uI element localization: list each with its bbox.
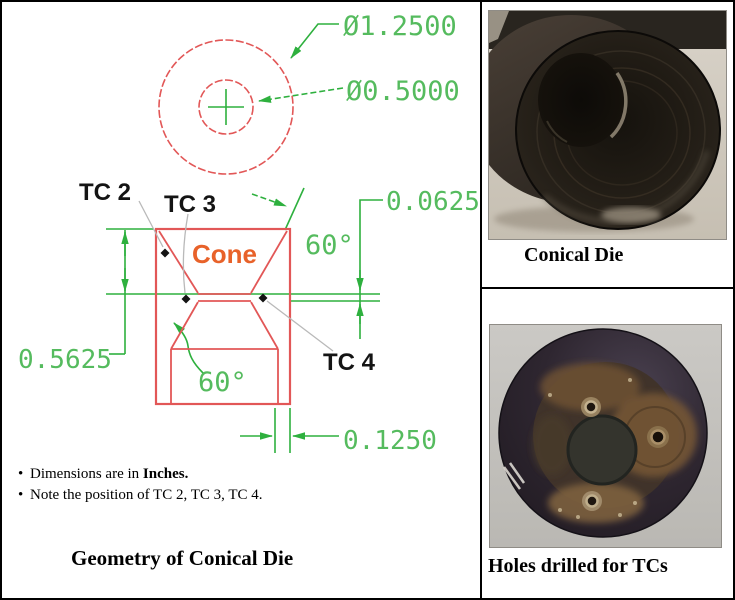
die-cross-section xyxy=(154,227,292,406)
depth-label: 0.5625 xyxy=(18,345,112,375)
conical-die-caption: Conical Die xyxy=(524,244,624,266)
upper-angle-label: 60° xyxy=(305,230,354,261)
tc4-label: TC 4 xyxy=(323,349,376,376)
bullet: • xyxy=(18,487,24,503)
tc4-dot xyxy=(258,293,268,303)
outer-diameter-label: Ø1.2500 xyxy=(343,11,457,42)
upper-right-cone-wall xyxy=(250,230,288,294)
lower-left-cone-wall xyxy=(170,301,199,350)
note-1-bold: Inches. xyxy=(142,466,189,482)
tc2-dot xyxy=(160,248,170,258)
lower-right-cone-wall xyxy=(250,301,279,350)
bore-rim-highlight xyxy=(609,71,628,139)
green-dimension-lines xyxy=(106,23,383,453)
note-1-text: Dimensions are in xyxy=(30,466,143,482)
lower-angle-label: 60° xyxy=(198,367,247,398)
conical-die-photo-art xyxy=(469,11,726,239)
tc-hole-2 xyxy=(650,429,666,445)
tc3-dot xyxy=(181,294,191,304)
vertical-divider xyxy=(480,2,482,598)
notes-block: • Dimensions are in Inches. • Note the pos… xyxy=(18,464,358,506)
outer-diameter-circle xyxy=(158,39,294,175)
inner-diameter-label: Ø0.5000 xyxy=(346,76,460,107)
note-line-2: • Note the position of TC 2, TC 3, TC 4. xyxy=(18,485,358,506)
note-line-1: • Dimensions are in Inches. xyxy=(18,464,358,485)
tc-hole-1 xyxy=(584,400,598,414)
tc-hole-3 xyxy=(585,494,599,508)
die-top-view xyxy=(158,39,294,175)
engineering-drawing: Ø1.2500 Ø0.5000 0.0625 60° 0.5625 60° 0.… xyxy=(18,11,480,456)
left-panel-caption: Geometry of Conical Die xyxy=(71,546,294,570)
tc2-label: TC 2 xyxy=(79,179,131,206)
holes-caption: Holes drilled for TCs xyxy=(488,555,668,577)
bullet: • xyxy=(18,466,24,482)
photo-conical-die xyxy=(469,10,727,240)
drawing-labels: Ø1.2500 Ø0.5000 0.0625 60° 0.5625 60° 0.… xyxy=(18,11,480,456)
tc3-label: TC 3 xyxy=(164,191,216,218)
holes-photo-art xyxy=(490,325,721,547)
speckles xyxy=(548,378,637,519)
photo-holes-drilled xyxy=(489,324,722,548)
wall-thickness-label: 0.1250 xyxy=(343,426,437,456)
inner-diameter-circle xyxy=(198,79,254,135)
land-height-label: 0.0625 xyxy=(386,187,480,217)
tc-drilled-holes xyxy=(581,397,669,511)
note-2-text: Note the position of TC 2, TC 3, TC 4. xyxy=(30,487,263,503)
cone-label: Cone xyxy=(192,239,257,269)
horizontal-divider xyxy=(482,287,733,289)
thermocouple-markers xyxy=(138,200,334,352)
die-outline xyxy=(154,227,292,406)
scratch-mark xyxy=(502,462,526,490)
center-bore xyxy=(566,414,638,486)
upper-left-cone-wall xyxy=(158,230,199,294)
die-bore-hole xyxy=(538,53,624,147)
